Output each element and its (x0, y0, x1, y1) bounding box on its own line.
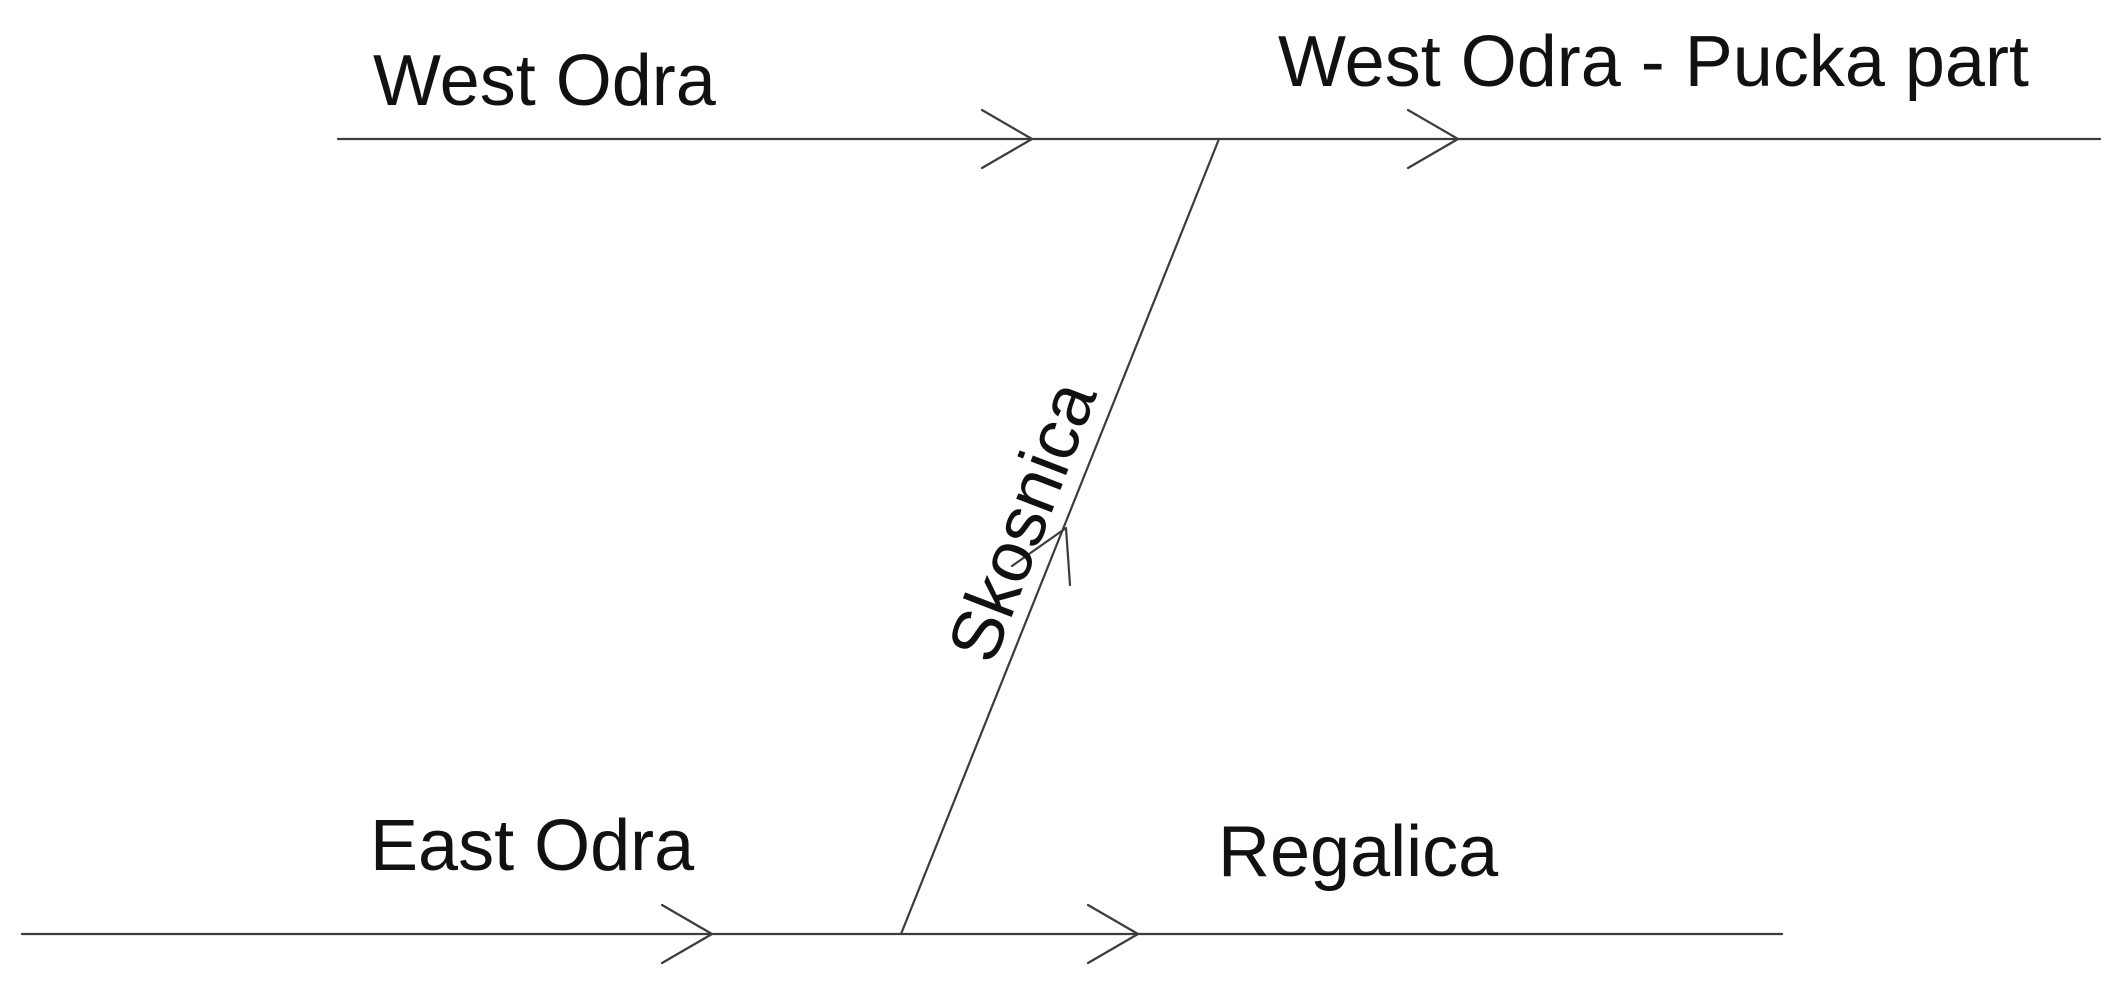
regalica-flow-arrow (1086, 903, 1140, 965)
skosnica-channel (899, 137, 1221, 936)
skosnica-label: Skosnica (933, 370, 1113, 672)
west-odra-label: West Odra (373, 41, 717, 121)
east-odra-label: East Odra (370, 806, 695, 886)
west-odra-flow-arrow (980, 108, 1034, 170)
regalica-label: Regalica (1218, 812, 1499, 892)
skosnica-flow-arrow (1010, 526, 1072, 587)
west-odra-pucka-flow-arrow (1406, 108, 1460, 170)
east-odra-flow-arrow (660, 903, 714, 965)
west-odra-pucka-label: West Odra - Pucka part (1278, 22, 2029, 102)
